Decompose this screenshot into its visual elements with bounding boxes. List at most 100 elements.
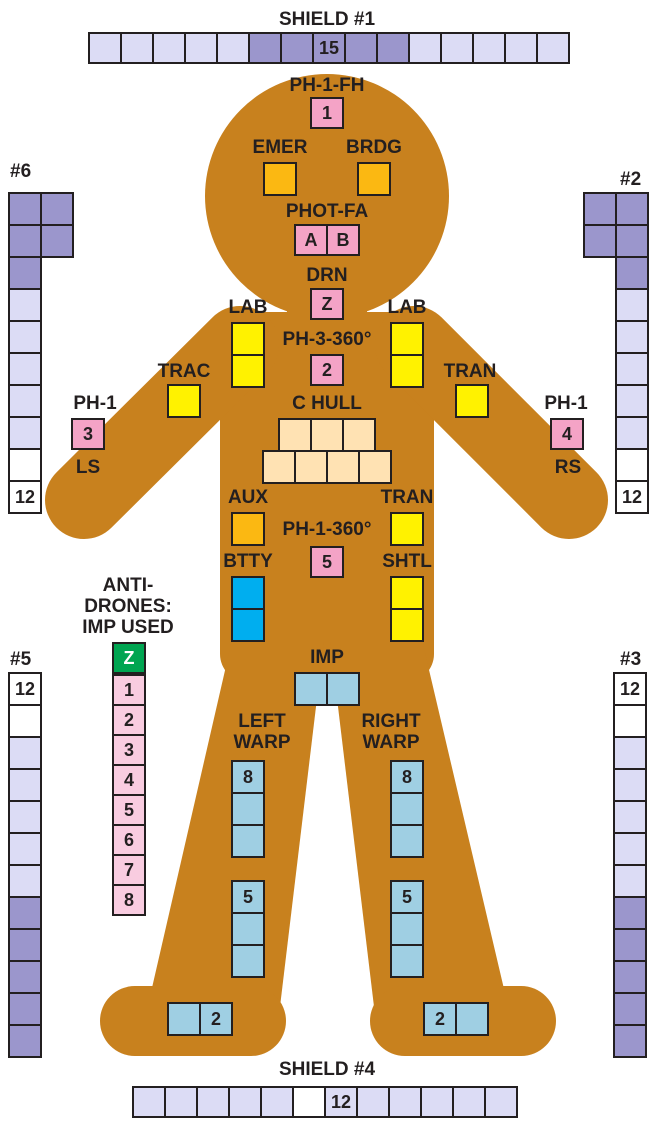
shield-5-box[interactable] — [8, 736, 42, 770]
c-hull-box[interactable] — [262, 450, 296, 484]
drone-box[interactable]: 5 — [112, 794, 146, 826]
shield-6-box[interactable] — [8, 384, 42, 418]
ph-1-fh-box[interactable]: 1 — [310, 97, 344, 129]
lab-left-box[interactable] — [231, 354, 265, 388]
drone-box[interactable]: 1 — [112, 674, 146, 706]
shield-3-box[interactable] — [613, 768, 647, 802]
shield-1-box[interactable] — [440, 32, 474, 64]
shield-1-box[interactable] — [504, 32, 538, 64]
imp-box[interactable] — [294, 672, 328, 706]
shield-3-box[interactable] — [613, 992, 647, 1026]
shield-6-box[interactable] — [8, 256, 42, 290]
c-hull-box[interactable] — [294, 450, 328, 484]
drone-box[interactable]: 2 — [112, 704, 146, 736]
shield-6-box[interactable] — [8, 224, 42, 258]
brdg-box[interactable] — [357, 162, 391, 196]
right-warp-box[interactable] — [390, 944, 424, 978]
shield-5-box[interactable] — [8, 864, 42, 898]
c-hull-box[interactable] — [342, 418, 376, 452]
right-warp-box[interactable] — [390, 824, 424, 858]
shield-4-box[interactable] — [420, 1086, 454, 1118]
shield-1-box[interactable] — [472, 32, 506, 64]
shield-1-box[interactable] — [184, 32, 218, 64]
shield-1-box[interactable] — [408, 32, 442, 64]
right-warp-box[interactable] — [390, 792, 424, 826]
left-warp-box-5[interactable]: 5 — [231, 880, 265, 914]
c-hull-box[interactable] — [358, 450, 392, 484]
shield-6-box[interactable] — [8, 192, 42, 226]
shtl-box[interactable] — [390, 608, 424, 642]
left-warp-box-2[interactable]: 2 — [199, 1002, 233, 1036]
shield-2-box[interactable] — [615, 288, 649, 322]
phot-a-box[interactable]: A — [294, 224, 328, 256]
drone-box[interactable]: 8 — [112, 884, 146, 916]
left-warp-box[interactable] — [231, 792, 265, 826]
shield-2-box[interactable] — [615, 224, 649, 258]
left-warp-box[interactable] — [167, 1002, 201, 1036]
btty-box[interactable] — [231, 608, 265, 642]
shield-1-box[interactable] — [376, 32, 410, 64]
shield-5-box-12[interactable]: 12 — [8, 672, 42, 706]
shield-2-box[interactable] — [615, 416, 649, 450]
shield-2-box[interactable] — [583, 224, 617, 258]
shield-6-box-12[interactable]: 12 — [8, 480, 42, 514]
shield-1-box[interactable] — [248, 32, 282, 64]
shield-2-box-12[interactable]: 12 — [615, 480, 649, 514]
shield-1-box[interactable] — [280, 32, 314, 64]
shield-4-box[interactable] — [388, 1086, 422, 1118]
shield-6-box[interactable] — [8, 416, 42, 450]
shield-4-box[interactable] — [260, 1086, 294, 1118]
shield-4-box[interactable] — [228, 1086, 262, 1118]
shield-5-box[interactable] — [8, 896, 42, 930]
left-warp-box-8[interactable]: 8 — [231, 760, 265, 794]
left-warp-box[interactable] — [231, 944, 265, 978]
shield-5-box[interactable] — [8, 960, 42, 994]
drone-box[interactable]: 4 — [112, 764, 146, 796]
imp-box[interactable] — [326, 672, 360, 706]
shield-4-box[interactable] — [132, 1086, 166, 1118]
lab-right-box[interactable] — [390, 322, 424, 356]
shield-6-box[interactable] — [8, 320, 42, 354]
shield-4-box-12[interactable]: 12 — [324, 1086, 358, 1118]
shield-4-box[interactable] — [164, 1086, 198, 1118]
shield-5-box[interactable] — [8, 992, 42, 1026]
shield-2-box[interactable] — [615, 192, 649, 226]
ph-1-left-box[interactable]: 3 — [71, 418, 105, 450]
shield-6-box[interactable] — [8, 288, 42, 322]
shield-2-box[interactable] — [583, 192, 617, 226]
shield-1-box[interactable] — [88, 32, 122, 64]
shield-4-box[interactable] — [452, 1086, 486, 1118]
shtl-box[interactable] — [390, 576, 424, 610]
right-warp-box-2[interactable]: 2 — [423, 1002, 457, 1036]
shield-2-box[interactable] — [615, 448, 649, 482]
lab-right-box[interactable] — [390, 354, 424, 388]
ph-3-box[interactable]: 2 — [310, 354, 344, 386]
shield-5-box[interactable] — [8, 768, 42, 802]
shield-3-box[interactable] — [613, 896, 647, 930]
trac-box[interactable] — [167, 384, 201, 418]
drone-box[interactable]: 3 — [112, 734, 146, 766]
drn-box[interactable]: Z — [310, 288, 344, 320]
shield-1-box[interactable] — [216, 32, 250, 64]
shield-3-box[interactable] — [613, 864, 647, 898]
tran-body-box[interactable] — [390, 512, 424, 546]
shield-1-box[interactable] — [344, 32, 378, 64]
aux-box[interactable] — [231, 512, 265, 546]
shield-4-box[interactable] — [196, 1086, 230, 1118]
c-hull-box[interactable] — [310, 418, 344, 452]
c-hull-box[interactable] — [326, 450, 360, 484]
ph-1-360-box[interactable]: 5 — [310, 546, 344, 578]
drone-z-box[interactable]: Z — [112, 642, 146, 674]
shield-4-box[interactable] — [356, 1086, 390, 1118]
shield-2-box[interactable] — [615, 256, 649, 290]
shield-3-box-12[interactable]: 12 — [613, 672, 647, 706]
shield-1-box[interactable] — [152, 32, 186, 64]
shield-2-box[interactable] — [615, 352, 649, 386]
shield-4-box[interactable] — [484, 1086, 518, 1118]
shield-3-box[interactable] — [613, 928, 647, 962]
shield-1-box[interactable] — [120, 32, 154, 64]
shield-3-box[interactable] — [613, 736, 647, 770]
shield-6-box[interactable] — [8, 352, 42, 386]
shield-3-box[interactable] — [613, 832, 647, 866]
left-warp-box[interactable] — [231, 824, 265, 858]
